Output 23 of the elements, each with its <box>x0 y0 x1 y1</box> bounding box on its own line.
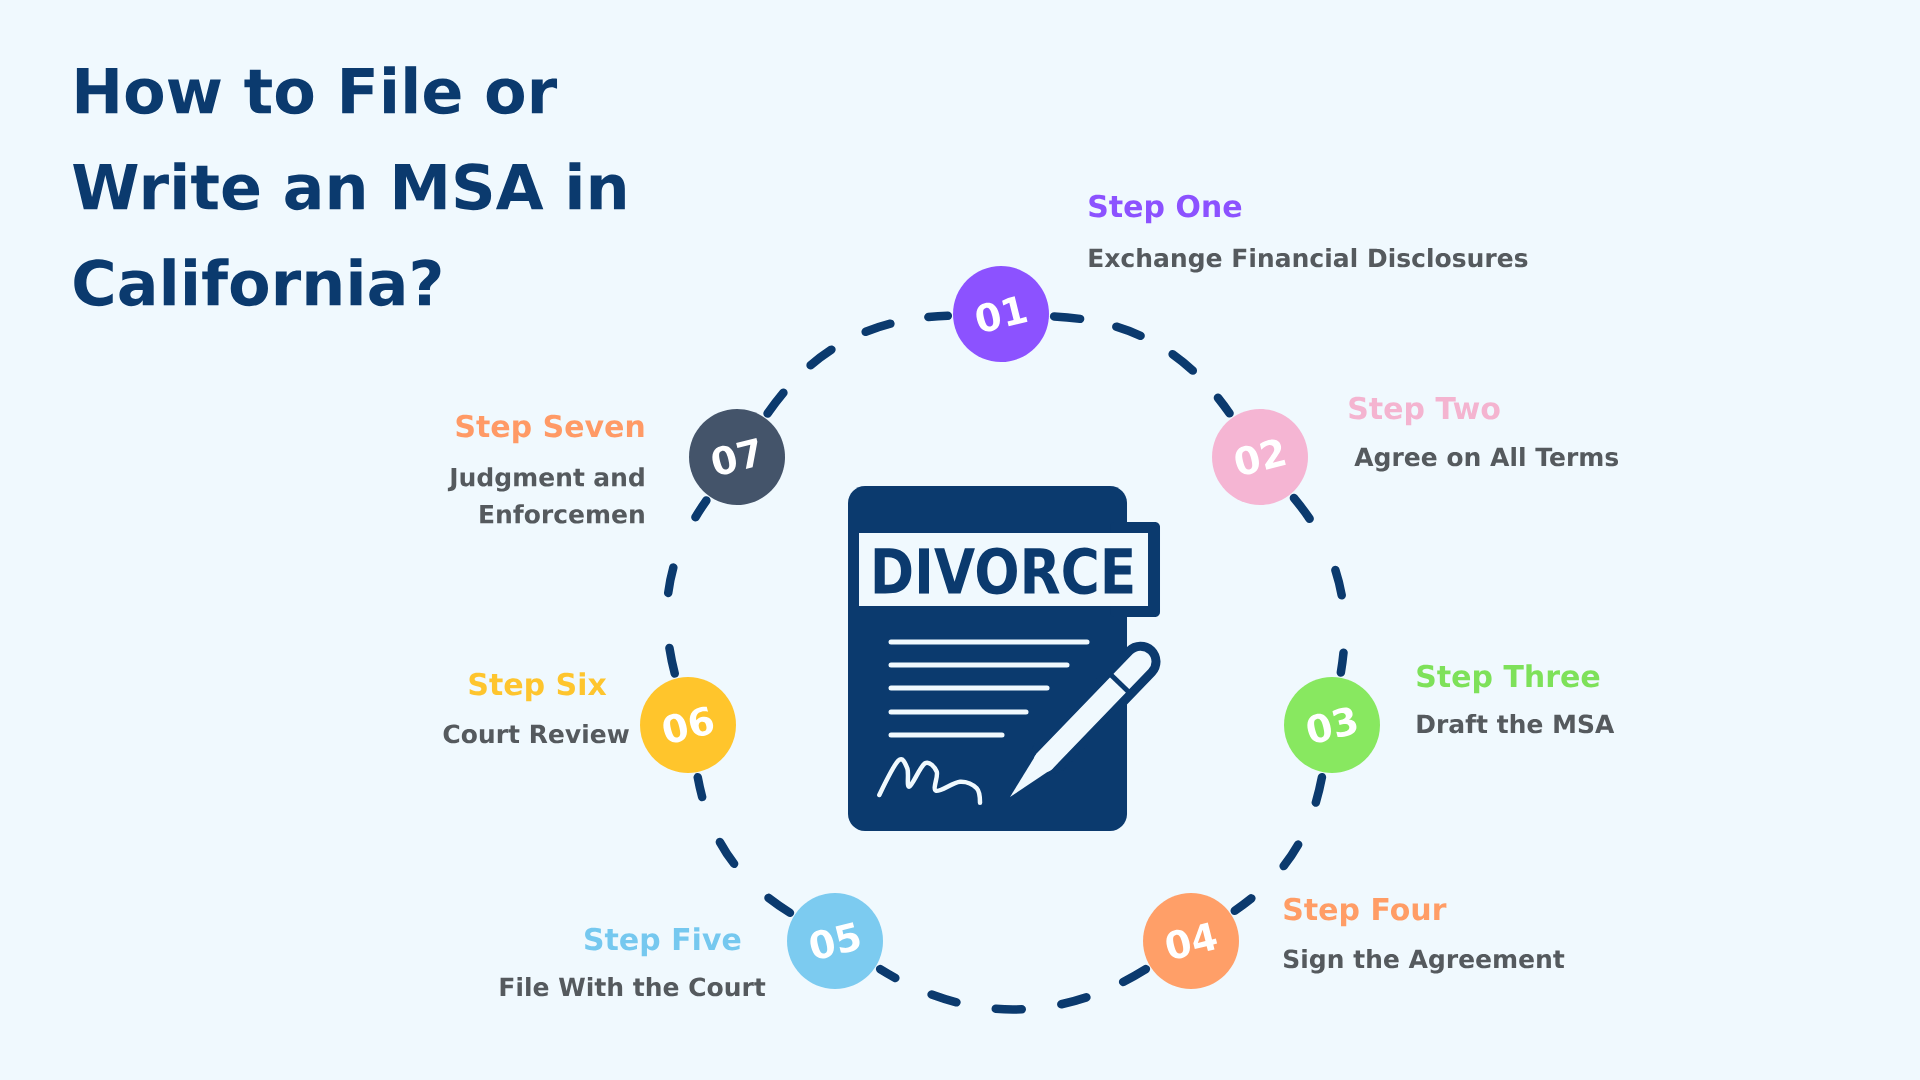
banner-text: DIVORCE <box>874 547 1133 595</box>
dashed-connector <box>1049 312 1234 418</box>
step-title: Step Four <box>1284 897 1447 927</box>
step-description: Exchange Financial Disclosures <box>1089 248 1528 273</box>
title: How to File or Write an MSA in California? <box>73 66 625 307</box>
step-title: Step Three <box>1417 664 1600 694</box>
step-description: Court Review <box>443 724 629 744</box>
dashed-connector <box>875 964 1151 1014</box>
dashed-connector <box>662 496 711 678</box>
step-title: Step One <box>1089 194 1242 224</box>
dashed-connector <box>693 773 795 917</box>
step-description: Sign the Agreement <box>1284 949 1565 974</box>
step-description: Agree on All Terms <box>1354 447 1619 472</box>
step-description: Draft the MSA <box>1417 714 1615 734</box>
dashed-connector <box>1289 493 1349 677</box>
step-title: Step Six <box>469 672 607 702</box>
step-description: Judgment and Enforcemen <box>447 467 644 524</box>
step-title: Step Seven <box>456 414 644 444</box>
dashed-connector <box>1230 773 1327 915</box>
step-title: Step Two <box>1349 396 1500 426</box>
step-title: Step Five <box>585 927 741 957</box>
dashed-connector <box>763 311 953 418</box>
step-description: File With the Court <box>500 977 766 997</box>
